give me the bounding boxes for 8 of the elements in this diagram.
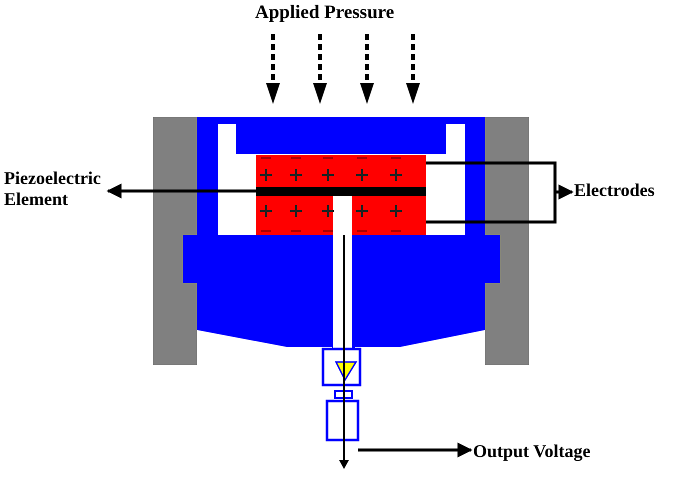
callout-label: Piezoelectric Element — [4, 168, 108, 214]
leader-line — [358, 442, 472, 458]
arrow — [426, 184, 574, 224]
callout-label: Electrodes — [574, 180, 684, 204]
callout-label: Output Voltage — [473, 441, 633, 465]
diagram-label: Applied Pressure — [255, 2, 394, 24]
piezoelectric-crystal — [256, 155, 426, 235]
arrow — [106, 184, 256, 198]
